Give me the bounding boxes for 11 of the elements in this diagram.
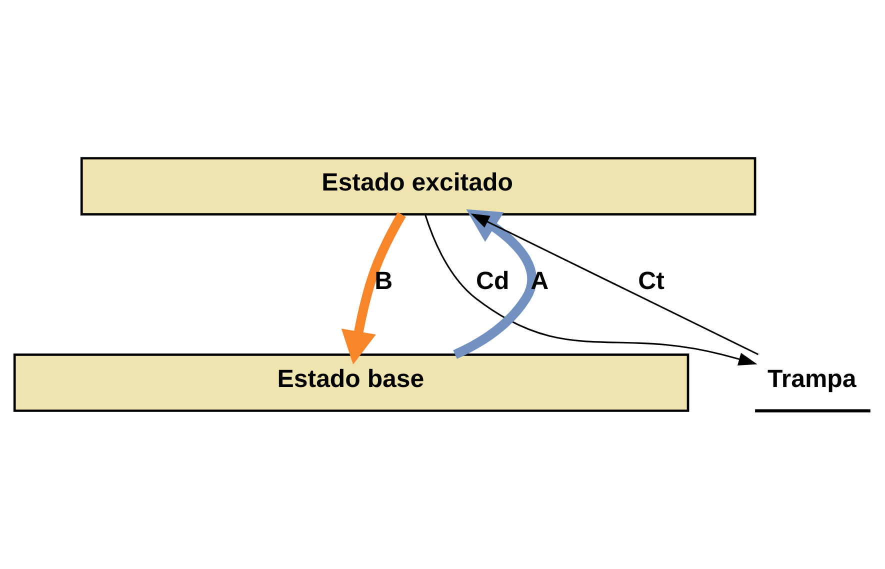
arrow — [470, 213, 759, 356]
arrow — [453, 209, 536, 359]
edge-label: Cd — [476, 266, 510, 295]
edge-label: B — [374, 266, 393, 295]
node-text: Trampa — [768, 365, 856, 394]
node-box: Estado excitado — [80, 157, 756, 216]
edge-label: Ct — [638, 266, 664, 295]
arrow — [341, 212, 406, 365]
node-box: Estado base — [13, 353, 690, 412]
arrow — [424, 214, 758, 366]
edge-label: A — [530, 266, 549, 295]
